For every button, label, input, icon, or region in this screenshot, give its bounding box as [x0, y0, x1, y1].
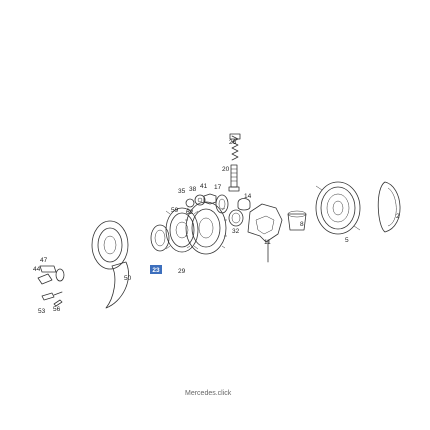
callout-5: 5: [345, 237, 349, 244]
part-62-gear[interactable]: [185, 201, 227, 255]
part-56-screw[interactable]: [53, 299, 63, 307]
callout-14: 14: [244, 193, 252, 200]
part-38-washer[interactable]: [194, 194, 206, 206]
callout-17: 17: [214, 184, 222, 191]
part-29-seal[interactable]: [91, 220, 129, 270]
callout-35: 35: [178, 188, 186, 195]
callout-50: 50: [124, 275, 132, 282]
callout-38: 38: [189, 186, 197, 193]
part-5-pulley-housing[interactable]: [315, 181, 361, 235]
part-44-bolt[interactable]: [37, 268, 65, 285]
callout-23-highlight[interactable]: 23: [150, 265, 162, 274]
part-26-spring[interactable]: [229, 133, 241, 161]
callout-47: 47: [40, 257, 48, 264]
part-32-cylinder[interactable]: [228, 209, 244, 227]
callout-29: 29: [178, 268, 186, 275]
part-14-cap[interactable]: [237, 198, 251, 211]
watermark-text: Mercedes.click: [185, 390, 232, 397]
callout-20: 20: [222, 166, 230, 173]
part-8-cup[interactable]: [287, 210, 307, 231]
part-23-ring[interactable]: [150, 224, 170, 252]
callout-44: 44: [33, 266, 41, 273]
part-50-belt[interactable]: [105, 261, 129, 309]
part-2-ring[interactable]: [377, 181, 401, 233]
callout-41: 41: [200, 183, 208, 190]
part-47-sleeve[interactable]: [39, 265, 57, 273]
callout-32: 32: [232, 228, 240, 235]
callout-53: 53: [38, 308, 46, 315]
callout-8: 8: [300, 221, 304, 228]
callout-11: 11: [264, 239, 271, 246]
part-59-wheel[interactable]: [165, 207, 199, 253]
part-53-bolt[interactable]: [41, 291, 63, 301]
part-11-housing[interactable]: [247, 203, 283, 263]
part-17-bushing[interactable]: [215, 194, 229, 214]
callout-2: 2: [396, 213, 400, 220]
callout-23: 23: [152, 267, 160, 274]
part-20-bolt[interactable]: [228, 164, 240, 192]
callout-59: 59: [171, 207, 179, 214]
callout-56: 56: [53, 306, 61, 313]
part-35-ring[interactable]: [185, 198, 195, 208]
callout-62: 62: [186, 209, 194, 216]
callout-26: 26: [229, 139, 237, 146]
